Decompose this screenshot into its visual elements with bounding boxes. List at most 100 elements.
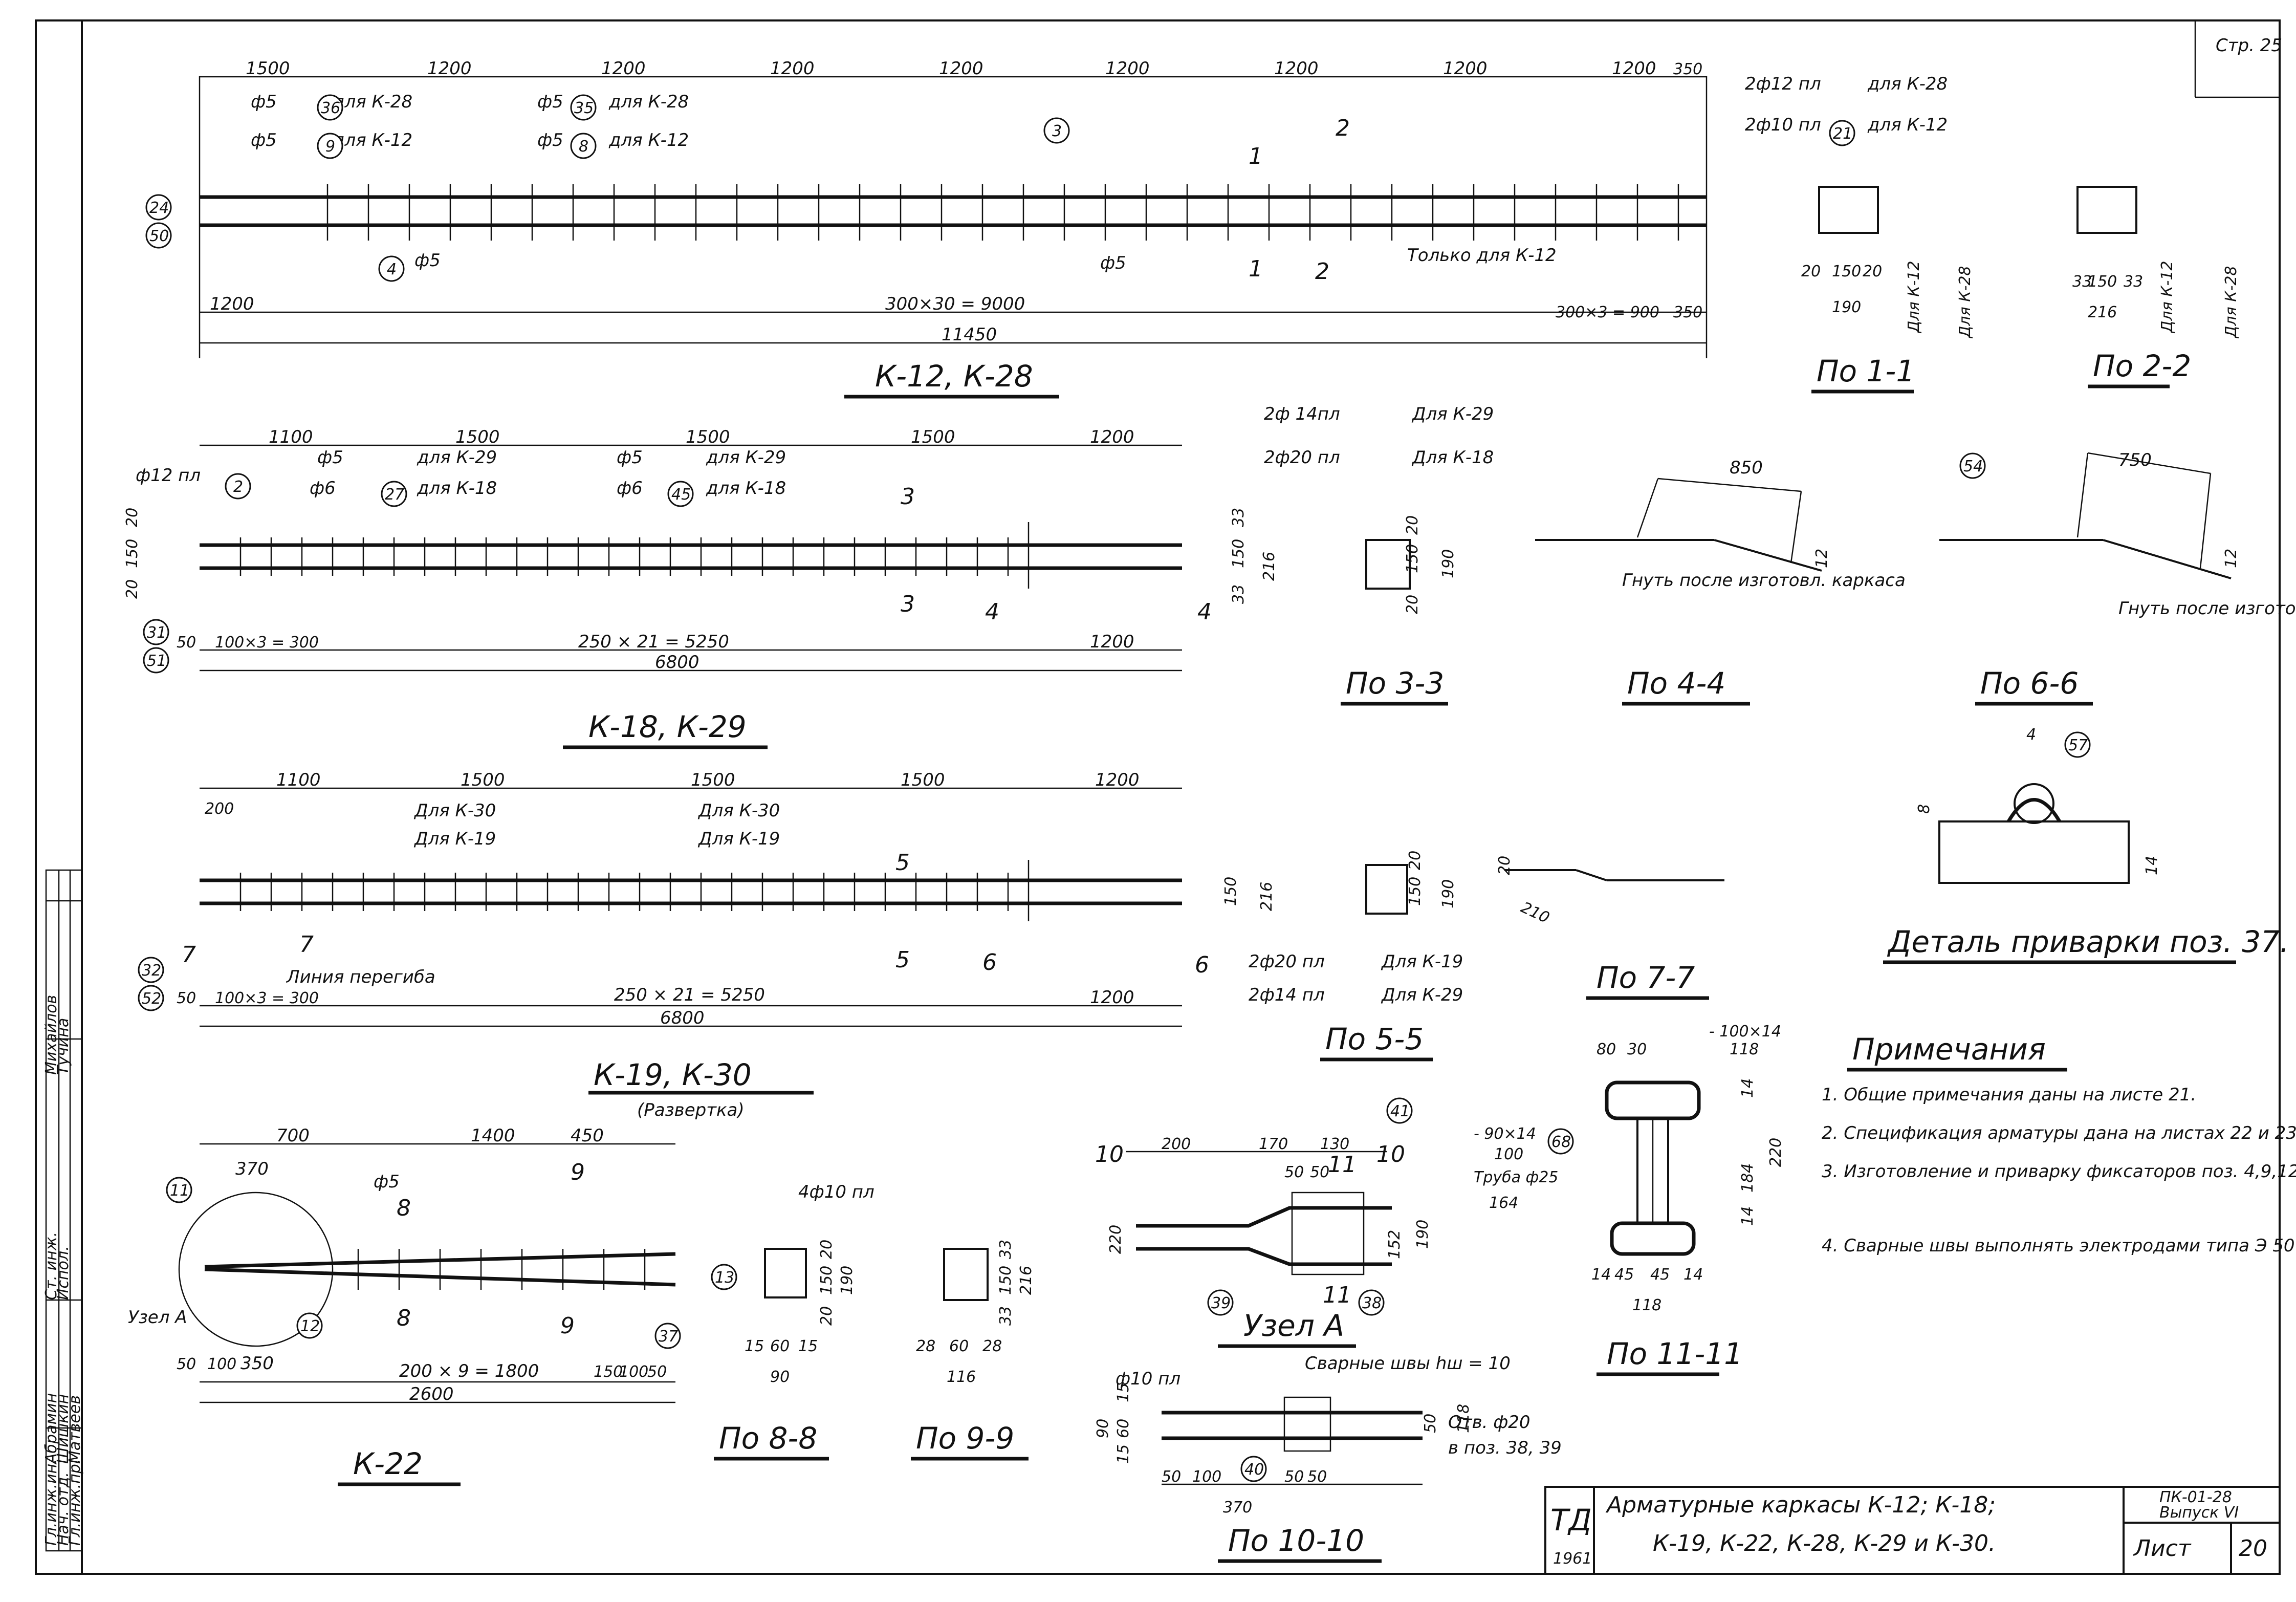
svg-text:1200: 1200 (770, 58, 815, 79)
stamp-role-5: Испол. (54, 1246, 72, 1300)
section-8-8: 4ф10 пл 15 60 15 90 20 150 20 190 По 8-8 (714, 1182, 874, 1461)
svg-text:700: 700 (276, 1125, 310, 1146)
svg-text:28: 28 (916, 1337, 935, 1355)
svg-text:32: 32 (142, 962, 161, 980)
bubble-40: 40 (1240, 1456, 1267, 1482)
issue-number: Выпуск VI (2159, 1504, 2239, 1522)
svg-text:1400: 1400 (471, 1125, 515, 1146)
svg-text:ф5: ф5 (1100, 253, 1126, 273)
svg-text:50: 50 (1307, 1468, 1327, 1486)
svg-text:116: 116 (947, 1368, 976, 1386)
svg-text:20: 20 (1801, 263, 1821, 280)
note-2: 2. Спецификация арматуры дана на листах … (1822, 1123, 2296, 1143)
left-stamp: Гл.инж.ин. Нач. отд. Гл.инж.пр. Абрамин … (42, 869, 84, 1552)
section-5-5: 20 150 190 150 216 2ф20 пл Для К-19 2ф14… (1222, 851, 1463, 1062)
svg-text:5: 5 (895, 850, 910, 876)
svg-text:1500: 1500 (246, 58, 290, 79)
svg-text:33: 33 (2124, 273, 2143, 291)
svg-text:40: 40 (1244, 1461, 1264, 1479)
svg-text:118: 118 (1632, 1296, 1661, 1314)
bubble-37: 37 (654, 1323, 681, 1349)
svg-text:15: 15 (745, 1337, 764, 1355)
svg-text:для К-12: для К-12 (332, 130, 412, 150)
stamp-name-4: Михайлов (42, 995, 60, 1075)
svg-text:6: 6 (982, 949, 997, 976)
svg-text:150: 150 (1230, 539, 1248, 568)
svg-text:50: 50 (1422, 1414, 1439, 1433)
title-block: ТД 1961 Арматурные каркасы К-12; К-18; К… (1544, 1486, 2281, 1575)
svg-text:220: 220 (1767, 1138, 1785, 1167)
svg-text:2ф 14пл: 2ф 14пл (1264, 404, 1340, 424)
svg-text:2600: 2600 (409, 1384, 454, 1404)
stamp-name-3: Матвеев (66, 1395, 84, 1464)
bubble-13: 13 (711, 1264, 737, 1290)
svg-text:50: 50 (1310, 1163, 1329, 1181)
svg-text:- 100×14: - 100×14 (1709, 1023, 1781, 1041)
svg-text:33: 33 (997, 1240, 1015, 1259)
svg-text:4: 4 (1197, 599, 1212, 625)
bubble-52: 52 (138, 985, 164, 1011)
bubble-50: 50 (145, 222, 172, 249)
svg-text:20: 20 (818, 1240, 836, 1259)
svg-text:для К-28: для К-28 (1867, 74, 1948, 94)
svg-text:ф6: ф6 (310, 478, 336, 499)
svg-text:20: 20 (1406, 851, 1424, 870)
svg-text:152: 152 (1386, 1230, 1404, 1259)
notes-title: Примечания (1852, 1032, 2046, 1067)
svg-text:1: 1 (1249, 256, 1263, 282)
section-10-10: ф10 пл Сварные швы hш = 10 Отв. ф20 в по… (1094, 1353, 1562, 1563)
svg-text:20: 20 (818, 1306, 836, 1326)
svg-text:4ф10 пл: 4ф10 пл (798, 1182, 874, 1202)
bubble-54: 54 (1959, 452, 1986, 479)
page-label: Стр. 25 (2216, 35, 2282, 56)
svg-text:11: 11 (1328, 1152, 1357, 1178)
svg-text:1500: 1500 (455, 427, 500, 447)
series-code: ПК-01-28 (2159, 1488, 2232, 1506)
svg-text:2: 2 (1315, 258, 1329, 285)
k19-k30-drawing: 200 1100 1500 1500 1500 1200 Для К-30 Дл… (177, 770, 1209, 1120)
svg-text:45: 45 (1650, 1266, 1670, 1284)
svg-text:1200: 1200 (210, 294, 254, 314)
svg-text:100×3 = 300: 100×3 = 300 (215, 634, 319, 652)
section-4-4: 850 Гнуть после изготовл. каркаса 12 По … (1535, 458, 1906, 706)
bubble-8: 8 (570, 133, 597, 159)
svg-text:1961: 1961 (1553, 1550, 1592, 1568)
svg-text:80: 80 (1597, 1041, 1616, 1058)
svg-text:11: 11 (170, 1182, 189, 1200)
svg-text:150: 150 (997, 1266, 1015, 1295)
svg-text:15: 15 (798, 1337, 818, 1355)
svg-text:1200: 1200 (1090, 987, 1134, 1008)
bubble-24: 24 (145, 194, 172, 221)
note-3: 3. Изготовление и приварку фиксаторов по… (1822, 1161, 2296, 1182)
svg-text:60: 60 (770, 1337, 790, 1355)
stamp-role-4: Ст. инж. (42, 1232, 60, 1300)
notes-block: Примечания 1. Общие примечания даны на л… (1822, 1032, 2296, 1256)
stamp-role-1: Гл.инж.ин. (42, 1459, 60, 1546)
svg-text:370: 370 (235, 1159, 269, 1179)
svg-text:20: 20 (1863, 263, 1882, 280)
svg-text:1500: 1500 (461, 770, 505, 790)
svg-text:1: 1 (1249, 143, 1263, 169)
bubble-2: 2 (225, 473, 251, 500)
svg-text:для К-12: для К-12 (1867, 115, 1948, 135)
svg-text:11450: 11450 (942, 324, 997, 345)
svg-text:130: 130 (1320, 1135, 1349, 1153)
svg-text:7: 7 (182, 942, 196, 968)
svg-text:2ф10 пл: 2ф10 пл (1745, 115, 1821, 135)
svg-text:45: 45 (1614, 1266, 1634, 1284)
svg-text:100: 100 (207, 1355, 236, 1373)
svg-text:33: 33 (997, 1306, 1015, 1326)
svg-text:150: 150 (1832, 263, 1861, 280)
svg-text:1500: 1500 (901, 770, 945, 790)
svg-text:20: 20 (123, 579, 141, 599)
svg-text:150: 150 (1404, 544, 1422, 573)
svg-text:164: 164 (1489, 1194, 1518, 1212)
svg-text:для К-18: для К-18 (706, 478, 786, 499)
svg-text:Для К-29: Для К-29 (1411, 404, 1494, 424)
svg-text:15: 15 (1114, 1444, 1132, 1464)
bubble-27: 27 (381, 481, 407, 507)
svg-text:450: 450 (571, 1125, 604, 1146)
svg-text:для К-29: для К-29 (706, 447, 786, 468)
svg-text:36: 36 (321, 99, 340, 117)
svg-text:20: 20 (1404, 515, 1422, 535)
